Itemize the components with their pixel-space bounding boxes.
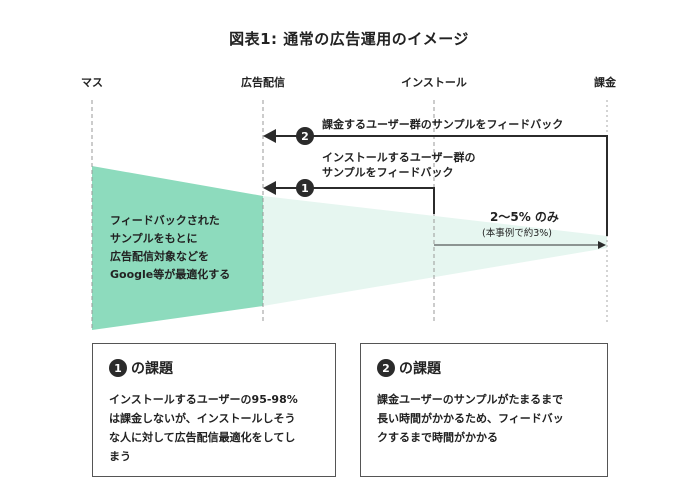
feedback-arrow-1: 1 bbox=[263, 179, 435, 214]
issue-2-title: の課題 bbox=[399, 361, 441, 377]
diagram-title: 図表1: 通常の広告運用のイメージ bbox=[229, 30, 469, 48]
funnel-left-text-3: 広告配信対象などを bbox=[110, 250, 209, 263]
funnel-remaining-segment bbox=[263, 196, 607, 306]
feedback-2-label: 課金するユーザー群のサンプルをフィードバック bbox=[322, 118, 564, 131]
issue-1-badge: 1 bbox=[109, 359, 127, 377]
feedback-1-label-line1: インストールするユーザー群の bbox=[322, 151, 476, 164]
conversion-ratio-note: (本事例で約3%) bbox=[482, 228, 552, 239]
stage-label-ad-delivery: 広告配信 bbox=[241, 76, 285, 89]
stage-label-billing: 課金 bbox=[594, 76, 616, 89]
feedback-1-label-line2: サンプルをフィードバック bbox=[322, 166, 454, 179]
step-badge-2 bbox=[296, 127, 314, 145]
issue-1-title: の課題 bbox=[131, 361, 173, 377]
issue-1-body: インストールするユーザーの95-98% は課金しないが、インストールしそう な人… bbox=[109, 393, 298, 463]
funnel-left-text-1: フィードバックされた bbox=[110, 214, 220, 227]
conversion-ratio-label: 2〜5% のみ bbox=[490, 210, 559, 224]
funnel-left-text-2: サンプルをもとに bbox=[110, 232, 198, 245]
svg-text:1: 1 bbox=[301, 182, 309, 195]
issue-box-1: 1 の課題 インストールするユーザーの95-98% は課金しないが、インストール… bbox=[92, 343, 336, 477]
conversion-arrow bbox=[434, 241, 606, 249]
funnel-optimized-segment bbox=[92, 166, 263, 330]
stage-label-install: インストール bbox=[401, 76, 467, 89]
feedback-arrow-2: 2 bbox=[263, 127, 608, 236]
issue-box-2: 2 の課題 課金ユーザーのサンプルがたまるまで 長い時間がかかるため、フィードバ… bbox=[360, 343, 608, 477]
funnel-left-text-4: Google等が最適化する bbox=[110, 268, 231, 281]
issue-2-body: 課金ユーザーのサンプルがたまるまで 長い時間がかかるため、フィードバッ クするま… bbox=[377, 393, 564, 444]
issue-2-badge: 2 bbox=[377, 359, 395, 377]
step-badge-1 bbox=[296, 179, 314, 197]
svg-text:2: 2 bbox=[301, 130, 309, 143]
stage-label-mass: マス bbox=[81, 76, 103, 89]
